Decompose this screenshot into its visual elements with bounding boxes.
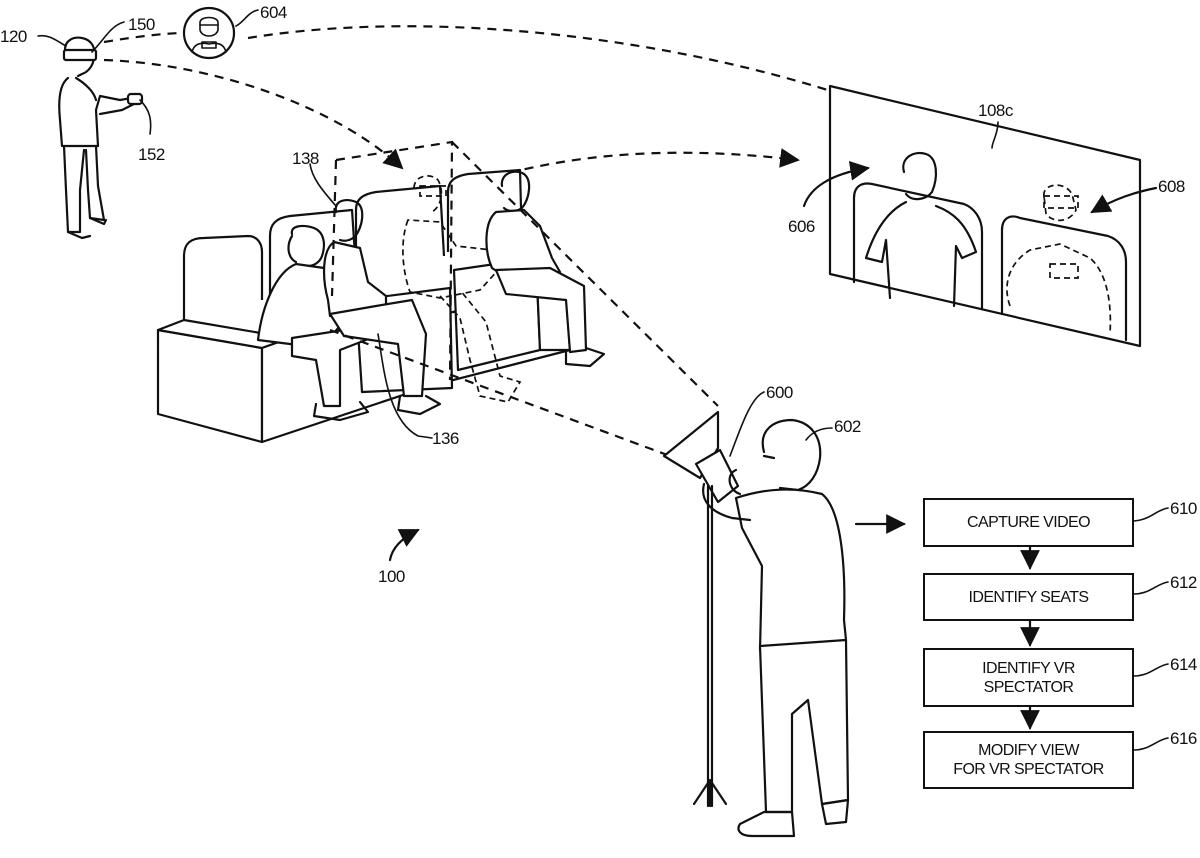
flow-step-identify-vr-spectator: IDENTIFY VR SPECTATOR [923, 648, 1134, 707]
label-608: 608 [1158, 177, 1185, 196]
display-screen-108c [830, 86, 1140, 346]
label-136: 136 [432, 429, 459, 448]
label-606: 606 [788, 217, 815, 236]
label-120: 120 [0, 27, 27, 46]
label-610: 610 [1170, 499, 1197, 518]
label-602: 602 [834, 417, 861, 436]
label-600: 600 [766, 383, 793, 402]
label-108c: 108c [978, 101, 1014, 120]
camera-operator-602 [664, 412, 848, 836]
hmd-headset-icon [64, 50, 96, 60]
hmd-user-figure [59, 38, 142, 238]
label-152: 152 [138, 145, 165, 164]
avatar-bubble [184, 8, 234, 58]
label-612: 612 [1170, 573, 1197, 592]
controller-icon [128, 94, 142, 104]
flow-step-capture-video: CAPTURE VIDEO [923, 498, 1134, 547]
tripod-icon [694, 486, 726, 806]
label-138: 138 [292, 149, 319, 168]
label-614: 614 [1170, 655, 1197, 674]
label-616: 616 [1170, 729, 1197, 748]
flow-step-identify-seats: IDENTIFY SEATS [923, 573, 1134, 621]
label-100: 100 [378, 567, 405, 586]
label-604: 604 [260, 3, 287, 22]
label-150: 150 [128, 15, 155, 34]
flow-step-modify-view: MODIFY VIEW FOR VR SPECTATOR [923, 731, 1134, 789]
